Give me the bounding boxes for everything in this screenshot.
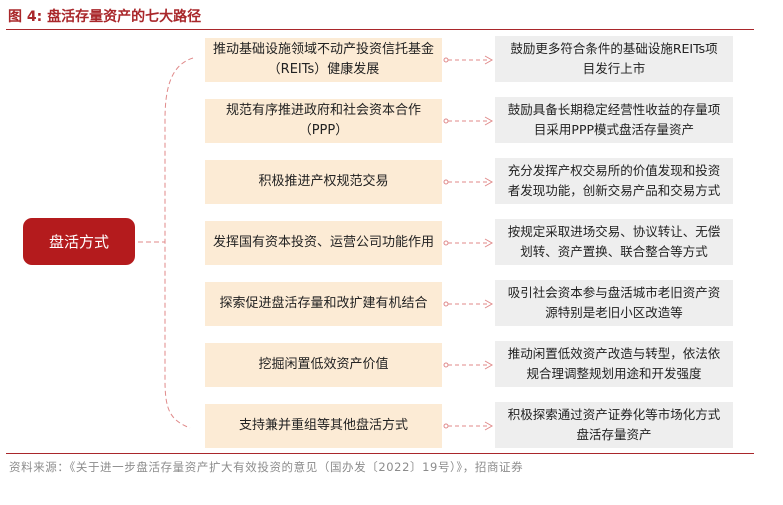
connector-arrow (443, 360, 494, 370)
detail-line: 目采用PPP模式盘活存量资产 (533, 122, 695, 137)
path-node: 探索促进盘活存量和改扩建有机结合 (205, 282, 442, 326)
path-title-line: 支持兼并重组等其他盘活方式 (238, 418, 408, 433)
source-note: 资料来源：《关于进一步盘活存量资产扩大有效投资的意见（国办发〔2022〕19号）… (9, 460, 524, 474)
path-node: 积极推进产权规范交易 (205, 160, 442, 204)
path-title-line: 规范有序推进政府和社会资本合作 (225, 103, 421, 118)
detail-line: 充分发挥产权交易所的价值发现和投资 (507, 163, 721, 178)
detail-node: 吸引社会资本参与盘活城市老旧资产资 源特别是老旧小区改造等 (495, 280, 733, 326)
detail-node: 推动闲置低效资产改造与转型，依法依 规合理调整规划用途和开发强度 (495, 341, 733, 387)
connector-arrow (443, 55, 494, 65)
footer-rule (6, 453, 754, 454)
connector-arrow (443, 177, 494, 187)
detail-line: 者发现功能，创新交易产品和交易方式 (507, 183, 721, 198)
path-title-line: 积极推进产权规范交易 (258, 174, 389, 189)
detail-line: 鼓励具备长期稳定经营性收益的存量项 (507, 102, 721, 117)
connector-arrow (443, 238, 494, 248)
path-node: 推动基础设施领域不动产投资信托基金 （REITs）健康发展 (205, 38, 442, 82)
bracket-curve (164, 57, 194, 429)
detail-line: 按规定采取进场交易、协议转让、无偿 (507, 224, 721, 239)
detail-line: 推动闲置低效资产改造与转型，依法依 (507, 346, 721, 361)
path-title-line: （PPP） (298, 123, 349, 138)
path-title-line: （REITs）健康发展 (267, 62, 380, 77)
detail-node: 鼓励具备长期稳定经营性收益的存量项 目采用PPP模式盘活存量资产 (495, 97, 733, 143)
detail-line: 吸引社会资本参与盘活城市老旧资产资 (507, 285, 721, 300)
detail-node: 积极探索通过资产证券化等市场化方式 盘活存量资产 (495, 402, 733, 448)
path-title-line: 探索促进盘活存量和改扩建有机结合 (219, 296, 428, 311)
detail-line: 规合理调整规划用途和开发强度 (526, 366, 702, 381)
path-title-line: 发挥国有资本投资、运营公司功能作用 (212, 235, 434, 250)
path-node: 发挥国有资本投资、运营公司功能作用 (205, 221, 442, 265)
root-node: 盘活方式 (23, 218, 135, 265)
detail-node: 鼓励更多符合条件的基础设施REITs项 目发行上市 (495, 36, 733, 82)
path-title-line: 推动基础设施领域不动产投资信托基金 (212, 42, 434, 57)
title-rule (6, 29, 754, 30)
detail-line: 鼓励更多符合条件的基础设施REITs项 (510, 41, 718, 56)
detail-node: 按规定采取进场交易、协议转让、无偿 划转、资产置换、联合整合等方式 (495, 219, 733, 265)
connector-arrow (443, 421, 494, 431)
connector-arrow (443, 299, 494, 309)
connector-arrow (443, 116, 494, 126)
path-node: 支持兼并重组等其他盘活方式 (205, 404, 442, 448)
detail-line: 积极探索通过资产证券化等市场化方式 (507, 407, 721, 422)
detail-line: 目发行上市 (582, 61, 646, 76)
path-node: 规范有序推进政府和社会资本合作 （PPP） (205, 99, 442, 143)
detail-line: 盘活存量资产 (576, 427, 652, 442)
detail-node: 充分发挥产权交易所的价值发现和投资 者发现功能，创新交易产品和交易方式 (495, 158, 733, 204)
path-node: 挖掘闲置低效资产价值 (205, 343, 442, 387)
detail-line: 源特别是老旧小区改造等 (545, 305, 683, 320)
figure-title: 图 4: 盘活存量资产的七大路径 (8, 9, 202, 25)
root-label: 盘活方式 (48, 233, 109, 251)
detail-line: 划转、资产置换、联合整合等方式 (520, 244, 708, 259)
path-title-line: 挖掘闲置低效资产价值 (258, 357, 389, 372)
